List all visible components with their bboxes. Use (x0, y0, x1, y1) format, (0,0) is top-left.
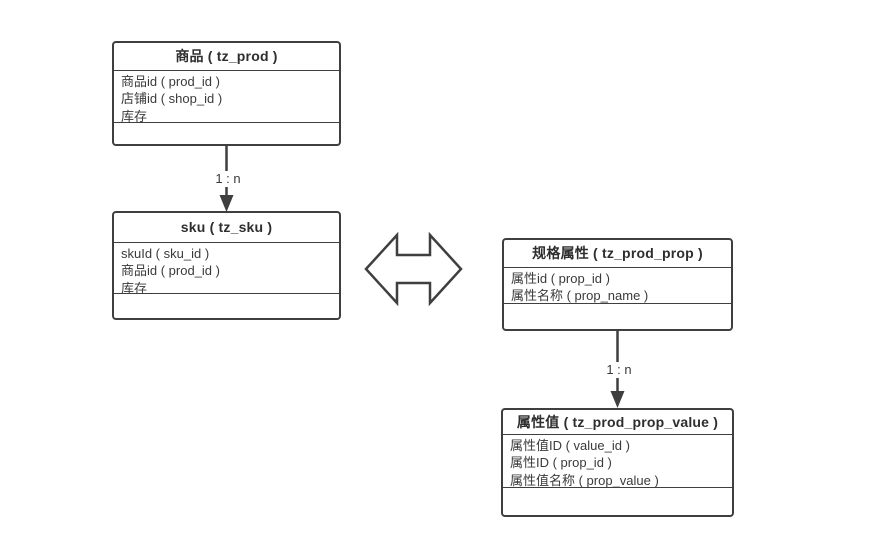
entity-table-sku: sku ( tz_sku ) skuId ( sku_id ) 商品id ( p… (112, 211, 341, 320)
field-row: 属性值ID ( value_id ) (510, 437, 630, 453)
table-fields-sku: skuId ( sku_id ) 商品id ( prod_id ) 库存 (114, 243, 339, 294)
table-fields-prod-prop: 属性id ( prop_id ) 属性名称 ( prop_name ) (504, 268, 731, 303)
field-row: 属性id ( prop_id ) (511, 270, 610, 286)
entity-table-prod-prop: 规格属性 ( tz_prod_prop ) 属性id ( prop_id ) 属… (502, 238, 733, 331)
table-footer-prod-prop (504, 302, 731, 330)
entity-table-prod-prop-value: 属性值 ( tz_prod_prop_value ) 属性值ID ( value… (501, 408, 734, 517)
table-footer-prod (114, 122, 339, 144)
field-row: 属性名称 ( prop_name ) (511, 288, 649, 303)
table-footer-sku (114, 293, 339, 318)
field-row: 属性ID ( prop_id ) (510, 455, 612, 470)
field-row: 商品id ( prod_id ) (121, 263, 220, 278)
table-title-prod-prop-value: 属性值 ( tz_prod_prop_value ) (503, 410, 732, 435)
table-footer-prod-prop-value (503, 487, 732, 515)
field-row: 商品id ( prod_id ) (121, 73, 220, 89)
table-fields-prod: 商品id ( prod_id ) 店铺id ( shop_id ) 库存 (114, 71, 339, 123)
field-row: skuId ( sku_id ) (121, 245, 210, 261)
table-fields-prod-prop-value: 属性值ID ( value_id ) 属性ID ( prop_id ) 属性值名… (503, 435, 732, 488)
bidirectional-arrow-icon (364, 231, 463, 307)
field-row: 库存 (121, 108, 148, 123)
cardinality-label-prod-sku: 1 : n (203, 171, 253, 187)
table-title-sku: sku ( tz_sku ) (114, 213, 339, 243)
table-title-prod-prop: 规格属性 ( tz_prod_prop ) (504, 240, 731, 268)
field-row: 属性值名称 ( prop_value ) (510, 472, 659, 488)
cardinality-label-prop-value: 1 : n (594, 362, 644, 378)
entity-table-prod: 商品 ( tz_prod ) 商品id ( prod_id ) 店铺id ( s… (112, 41, 341, 146)
field-row: 店铺id ( shop_id ) (121, 91, 223, 106)
table-title-prod: 商品 ( tz_prod ) (114, 43, 339, 71)
field-row: 库存 (121, 280, 148, 294)
